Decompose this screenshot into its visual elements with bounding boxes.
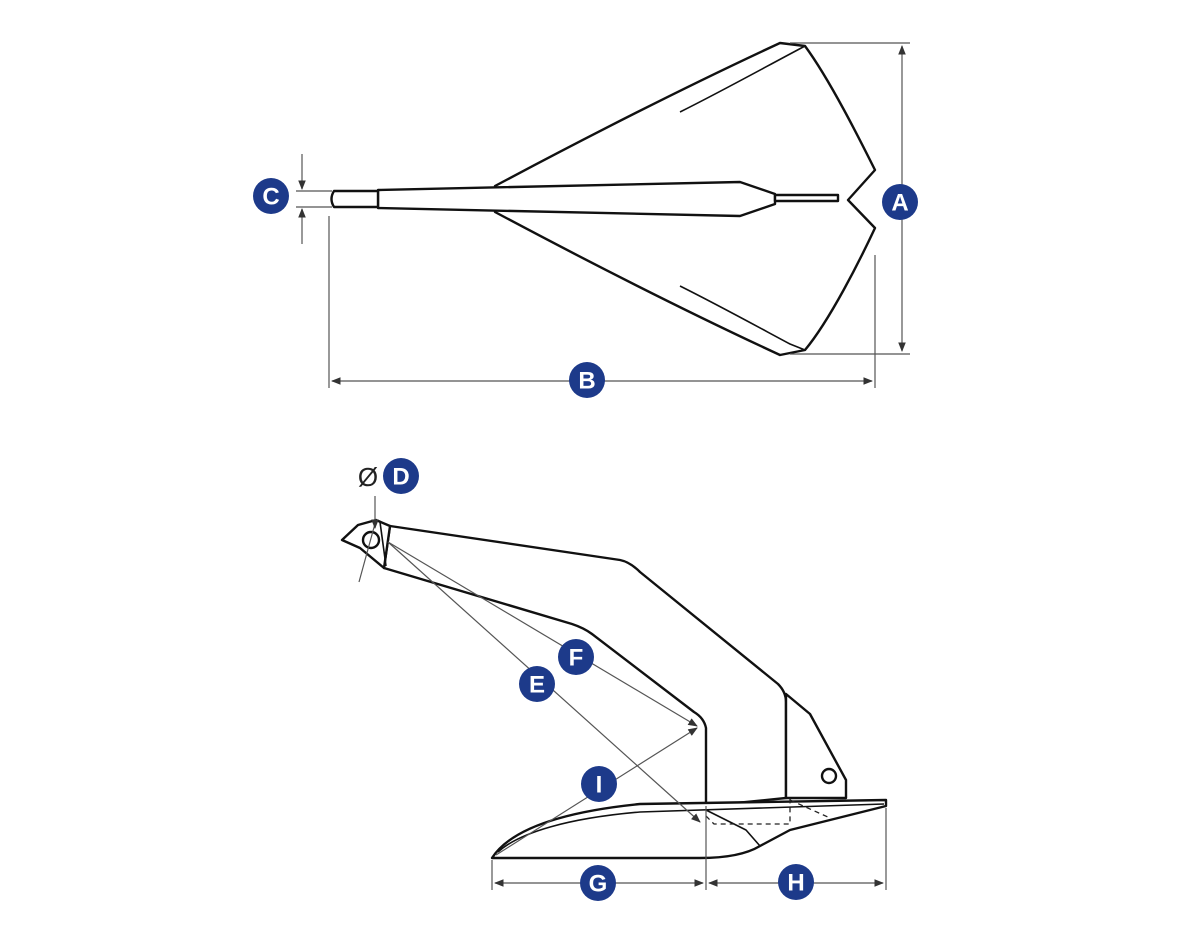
top-view-shackle-end	[330, 189, 380, 209]
side-view-shackle-split	[379, 521, 387, 567]
side-view-fluke-edge	[497, 803, 885, 853]
dim-d-pointer	[358, 519, 377, 583]
side-view-hidden-line-1	[705, 798, 791, 825]
badge-h-label: H	[787, 870, 804, 897]
badge-b-circle	[569, 362, 605, 398]
anchor-top-view	[330, 41, 877, 357]
badge-a-label: A	[891, 190, 908, 217]
badge-f-circle	[558, 639, 594, 675]
top-view-shank-rod	[773, 193, 840, 203]
side-view-fluke-outline	[490, 798, 888, 860]
diameter-symbol: Ø	[358, 462, 378, 492]
badge-b-label: B	[578, 368, 595, 395]
badge-i: I	[581, 766, 617, 802]
badge-d-label: D	[392, 464, 409, 491]
badge-e: E	[519, 666, 555, 702]
side-view-fluke-underside	[705, 809, 761, 847]
badge-i-label: I	[596, 772, 603, 799]
badge-f-label: F	[569, 645, 584, 672]
side-view-heel-plate	[784, 692, 848, 800]
badge-a: A	[882, 184, 918, 220]
badge-g-label: G	[589, 871, 608, 898]
badge-g-circle	[580, 865, 616, 901]
anchor-side-view	[340, 518, 888, 860]
badge-h-circle	[778, 864, 814, 900]
badge-g: G	[580, 865, 616, 901]
badge-a-circle	[882, 184, 918, 220]
badge-b: B	[569, 362, 605, 398]
badge-c-circle	[253, 178, 289, 214]
top-view-dimensions	[296, 42, 910, 388]
badge-h: H	[778, 864, 814, 900]
badge-i-circle	[581, 766, 617, 802]
badge-d-circle	[383, 458, 419, 494]
dim-f-line	[387, 541, 698, 727]
top-view-fluke-bevel-upper	[679, 45, 806, 113]
badge-c-label: C	[262, 184, 279, 211]
badge-e-label: E	[529, 672, 545, 699]
top-view-fluke-bevel-lower	[679, 285, 806, 351]
badge-f: F	[558, 639, 594, 675]
badge-c: C	[253, 178, 289, 214]
top-view-shank-outline	[376, 180, 777, 218]
side-view-heel-hole	[820, 767, 838, 785]
badge-e-circle	[519, 666, 555, 702]
badge-d: D	[383, 458, 419, 494]
side-view-hidden-line-2	[789, 799, 831, 819]
